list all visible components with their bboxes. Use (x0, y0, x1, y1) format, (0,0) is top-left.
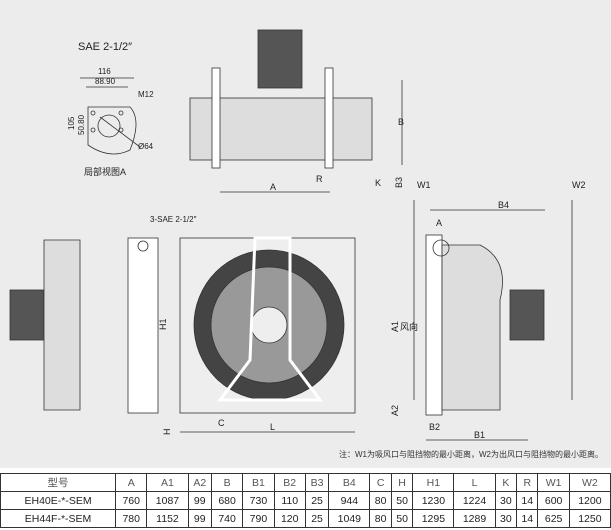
table-cell: 680 (210, 491, 244, 510)
technical-drawing: SAE 2-1/2″ 116 88.90 M12 105 50.80 Ø64 局… (0, 0, 611, 468)
table-cell: 625 (537, 509, 570, 528)
table-cell: 50 (390, 491, 414, 510)
table-cell: 600 (537, 491, 570, 510)
table-cell: 1295 (412, 509, 455, 528)
column-header: C (369, 473, 392, 492)
label-w2: W2 (572, 180, 586, 190)
dim-m12: M12 (138, 90, 154, 99)
column-header: A2 (187, 473, 212, 492)
table-cell: 30 (494, 509, 518, 528)
detail-caption: 局部视图A (84, 166, 126, 177)
table-cell: 50 (390, 509, 414, 528)
airflow-label: 风向 (400, 321, 418, 332)
label-l: L (270, 422, 275, 432)
label-w1: W1 (417, 180, 431, 190)
table-cell: 944 (328, 491, 371, 510)
column-header: B4 (328, 473, 371, 492)
column-header: 型号 (0, 473, 117, 492)
column-header: H (390, 473, 414, 492)
port-label: 3-SAE 2-1/2″ (150, 215, 197, 224)
column-header: R (516, 473, 539, 492)
label-b3: B3 (394, 177, 404, 188)
table-cell: 110 (273, 491, 306, 510)
table-cell: 1230 (412, 491, 455, 510)
table-cell: 80 (369, 491, 392, 510)
table-cell: EH44F-*-SEM (0, 509, 117, 528)
table-cell: 30 (494, 491, 518, 510)
table-cell: 1200 (568, 491, 611, 510)
table-cell: 730 (242, 491, 275, 510)
detail-title: SAE 2-1/2″ (78, 41, 132, 53)
table-cell: 1289 (453, 509, 496, 528)
column-header: H1 (412, 473, 455, 492)
column-header: B2 (273, 473, 306, 492)
column-header: A1 (146, 473, 189, 492)
label-b4: B4 (498, 200, 509, 210)
table-cell: 14 (516, 491, 539, 510)
table-cell: 790 (242, 509, 275, 528)
table-cell: 25 (304, 491, 330, 510)
column-header: A (115, 473, 148, 492)
detail-view-a: SAE 2-1/2″ 116 88.90 M12 105 50.80 Ø64 局… (67, 41, 154, 177)
column-header: W2 (568, 473, 611, 492)
label-b1: B1 (474, 430, 485, 440)
column-header: B (210, 473, 244, 492)
table-cell: EH40E-*-SEM (0, 491, 117, 510)
table-cell: 780 (115, 509, 148, 528)
front-view: 3-SAE 2-1/2″ H1 H C L (9, 215, 356, 436)
table-cell: 1152 (146, 509, 189, 528)
table-cell: 14 (516, 509, 539, 528)
column-header: B3 (304, 473, 330, 492)
table-cell: 80 (369, 509, 392, 528)
table-cell: 1250 (568, 509, 611, 528)
label-a1: A1 (390, 321, 400, 332)
table-cell: 1087 (146, 491, 189, 510)
table-cell: 760 (115, 491, 148, 510)
label-a-side: A (436, 218, 442, 228)
label-h1: H1 (158, 318, 168, 330)
label-b: B (398, 117, 404, 127)
side-view: W1 W2 B4 A A1 风向 A2 B2 B1 (390, 180, 586, 441)
label-k: K (375, 178, 381, 188)
table-cell: 99 (187, 509, 212, 528)
dim-d64: Ø64 (138, 142, 154, 151)
column-header: W1 (537, 473, 570, 492)
label-h: H (162, 429, 172, 436)
table-cell: 1224 (453, 491, 496, 510)
top-view: A R K B B3 (189, 29, 404, 193)
dim-105: 105 (67, 116, 76, 130)
column-header: K (494, 473, 518, 492)
label-c: C (218, 418, 225, 428)
table-cell: 25 (304, 509, 330, 528)
table-cell: 120 (273, 509, 306, 528)
table-cell: 99 (187, 491, 212, 510)
dim-88-90: 88.90 (95, 77, 116, 86)
label-a-top: A (270, 182, 276, 192)
label-r: R (316, 174, 323, 184)
table-cell: 740 (210, 509, 244, 528)
note: 注：W1为吸风口与阻挡物的最小距离，W2为出风口与阻挡物的最小距离。 (339, 450, 603, 459)
column-header: B1 (242, 473, 275, 492)
dim-116: 116 (98, 67, 111, 76)
label-a2: A2 (390, 405, 400, 416)
label-b2: B2 (429, 422, 440, 432)
dim-50-80: 50.80 (77, 114, 86, 135)
column-header: L (453, 473, 496, 492)
table-cell: 1049 (328, 509, 371, 528)
